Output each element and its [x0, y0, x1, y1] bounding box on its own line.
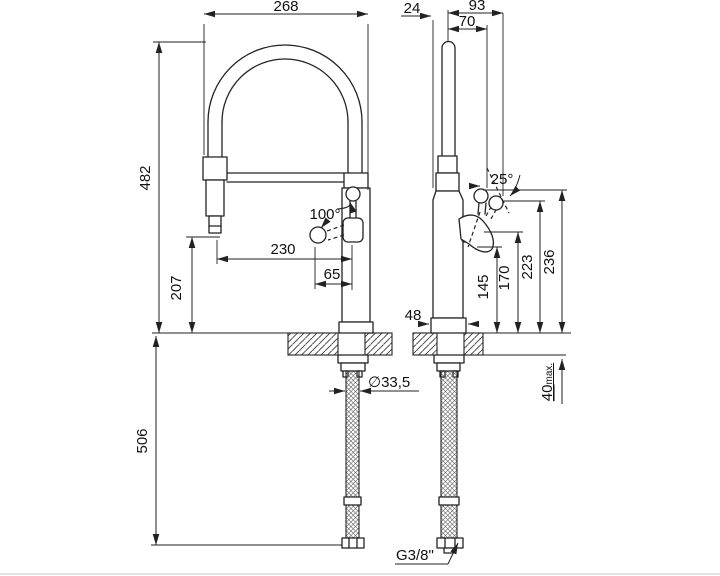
- body-front-offset-dimension: 24: [404, 0, 421, 17]
- counter-hatch-side-right: [463, 332, 484, 356]
- connection-thread-label: G3/8": [396, 547, 434, 564]
- side-view-dimensions: 24 93 70 25° 145 170 223 236 48 40: [395, 0, 567, 565]
- side-view: [430, 40, 510, 554]
- hose-end-nut-front: [341, 537, 365, 549]
- hose-coupling-front: [343, 496, 362, 506]
- handle-base-side: [458, 214, 495, 253]
- lever-ball-tilted-side: [488, 195, 504, 211]
- counter-hatch-front-right: [364, 332, 393, 356]
- spray-head-tip: [208, 215, 222, 234]
- spray-head-holder: [202, 156, 228, 181]
- handle-offset-dimension: 65: [324, 266, 341, 283]
- mounting-ring-front: [340, 362, 366, 372]
- lever-tilt-angle-label: 25°: [491, 171, 514, 188]
- braided-hose-side: [440, 370, 458, 539]
- faucet-body-side: [432, 190, 464, 319]
- overall-height-dimension: 482: [137, 165, 154, 190]
- front-view-dimensions: 268 482 207 506 230 65 100° ∅33,5: [134, 0, 419, 546]
- hose-end-nut-side: [436, 537, 464, 549]
- hose-length-dimension: 506: [134, 428, 151, 453]
- mounting-nut-front: [337, 354, 369, 364]
- lever-ball-front: [345, 186, 361, 202]
- lever-ball-rotated-front: [309, 226, 327, 244]
- column-top-block: [343, 172, 369, 189]
- body-height-dimension: 170: [496, 265, 513, 290]
- spout-outlet-height-dimension: 145: [475, 274, 492, 299]
- handle-knob-front: [342, 217, 364, 243]
- front-view: [202, 44, 374, 549]
- countertop-section: [152, 332, 571, 356]
- hole-diameter-label: ∅33,5: [368, 374, 410, 391]
- base-flange-side: [430, 317, 467, 334]
- braided-hose-front: [345, 370, 360, 539]
- spray-rotation-angle-label: 100°: [309, 206, 340, 223]
- spray-head-body: [205, 179, 225, 217]
- counter-hatch-front-left: [287, 332, 339, 356]
- counter-thickness-dimension: 40max.: [539, 363, 556, 401]
- lever-height-dimension: 223: [519, 254, 536, 279]
- counter-hatch-side-left: [412, 332, 438, 356]
- lever-max-height-dimension: 236: [541, 249, 558, 274]
- lever-depth-dimension: 70: [459, 13, 476, 30]
- base-flange-front: [338, 321, 374, 334]
- spray-head-height-dimension: 207: [168, 275, 185, 300]
- page-bottom-edge: [0, 573, 720, 575]
- lever-ball-up-side: [473, 188, 489, 204]
- mounting-nut-side: [433, 354, 465, 364]
- counter-thickness-value: 40: [539, 384, 556, 401]
- mounting-ring-side: [436, 362, 461, 372]
- spout-reach-dimension: 230: [270, 241, 295, 258]
- overall-width-dimension: 268: [273, 0, 298, 15]
- overall-depth-dimension: 93: [469, 0, 486, 14]
- hose-coupling-side: [438, 496, 460, 506]
- wand-lower-side: [435, 172, 460, 192]
- base-depth-dimension: 48: [405, 307, 422, 324]
- counter-thickness-suffix: max.: [544, 363, 555, 385]
- wand-collar-side: [437, 155, 458, 174]
